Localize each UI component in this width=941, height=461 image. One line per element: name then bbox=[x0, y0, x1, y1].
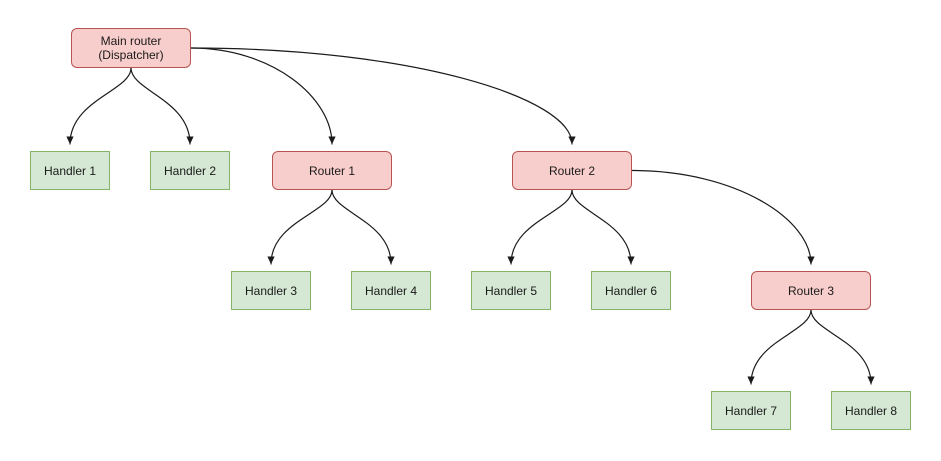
node-label: Router 2 bbox=[548, 163, 596, 178]
node-main-router[interactable]: Main router (Dispatcher) bbox=[71, 28, 191, 68]
node-handler-7[interactable]: Handler 7 bbox=[711, 391, 791, 430]
node-handler-1[interactable]: Handler 1 bbox=[30, 151, 110, 190]
edge-main-to-handler-2 bbox=[130, 67, 194, 145]
edge-router-2-to-handler-5 bbox=[507, 189, 573, 265]
node-handler-8[interactable]: Handler 8 bbox=[831, 391, 911, 430]
node-label: Handler 1 bbox=[43, 163, 97, 178]
node-label: Handler 5 bbox=[484, 283, 538, 298]
node-label: Handler 7 bbox=[724, 403, 778, 418]
node-handler-3[interactable]: Handler 3 bbox=[231, 271, 311, 310]
node-label: Router 3 bbox=[787, 283, 835, 298]
node-label: Main router (Dispatcher) bbox=[98, 34, 164, 62]
edges-group bbox=[66, 47, 875, 385]
edge-router-3-to-handler-8 bbox=[810, 309, 875, 385]
node-handler-6[interactable]: Handler 6 bbox=[591, 271, 671, 310]
node-label: Handler 6 bbox=[604, 283, 658, 298]
node-router-2[interactable]: Router 2 bbox=[512, 151, 632, 190]
edge-router-1-to-handler-3 bbox=[267, 189, 333, 265]
node-handler-2[interactable]: Handler 2 bbox=[150, 151, 230, 190]
node-handler-5[interactable]: Handler 5 bbox=[471, 271, 551, 310]
edge-router-2-to-handler-6 bbox=[571, 189, 635, 265]
node-label: Handler 4 bbox=[364, 283, 418, 298]
edge-router-3-to-handler-7 bbox=[747, 309, 812, 385]
edge-main-to-handler-1 bbox=[66, 67, 132, 145]
node-label: Handler 2 bbox=[163, 163, 217, 178]
edge-router-1-to-handler-4 bbox=[331, 189, 395, 265]
edge-main-to-router-2 bbox=[190, 47, 576, 145]
node-handler-4[interactable]: Handler 4 bbox=[351, 271, 431, 310]
node-label: Router 1 bbox=[308, 163, 356, 178]
node-router-3[interactable]: Router 3 bbox=[751, 271, 871, 310]
edge-main-to-router-1 bbox=[190, 47, 336, 145]
node-router-1[interactable]: Router 1 bbox=[272, 151, 392, 190]
node-label: Handler 8 bbox=[844, 403, 898, 418]
edge-router-2-to-router-3 bbox=[631, 169, 815, 265]
node-label: Handler 3 bbox=[244, 283, 298, 298]
